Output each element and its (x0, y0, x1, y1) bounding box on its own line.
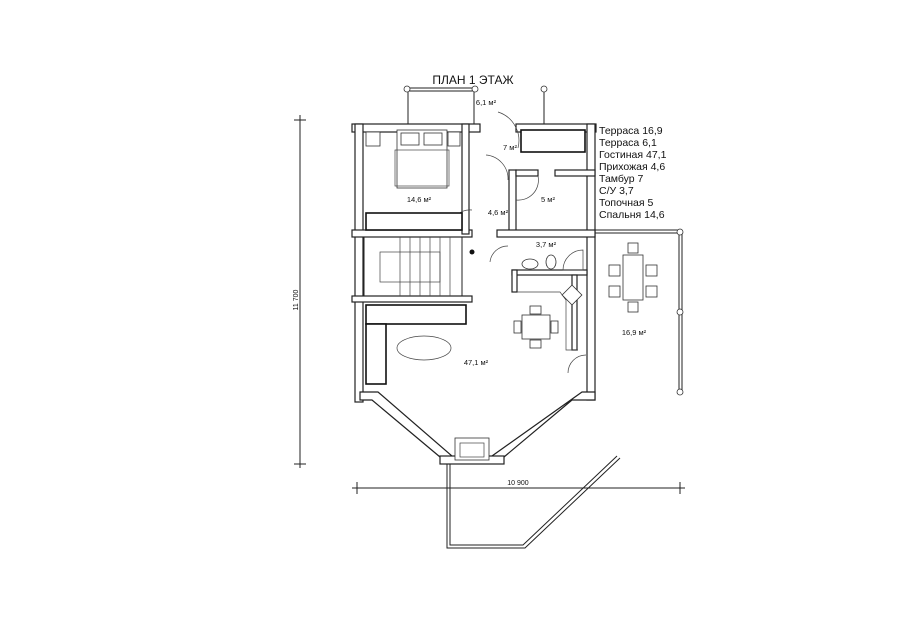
large-terrace (595, 228, 684, 396)
legend-item: Прихожая 4,6 (599, 161, 665, 173)
legend-item: Спальня 14,6 (599, 209, 665, 221)
area-living: 47,1 м² (464, 358, 489, 367)
area-hallway: 4,6 м² (488, 208, 509, 217)
walls (351, 123, 597, 465)
area-boiler: 5 м² (541, 195, 555, 204)
legend-item: Гостиная 47,1 (599, 149, 667, 161)
area-terrace-large: 16,9 м² (622, 328, 647, 337)
area-vestibule: 7 м² (503, 143, 517, 152)
legend-item: С/У 3,7 (599, 185, 634, 197)
legend-item: Терраса 16,9 (599, 125, 663, 137)
legend-item: Тамбур 7 (599, 173, 644, 185)
dimension-height: 11 700 (293, 115, 306, 468)
area-bedroom: 14,6 м² (407, 195, 432, 204)
lower-terrace (446, 455, 621, 549)
height-dimension-label: 11 700 (293, 289, 300, 310)
area-terrace-small: 6,1 м² (476, 98, 497, 107)
legend-item: Терраса 6,1 (599, 137, 657, 149)
area-bathroom: 3,7 м² (536, 240, 557, 249)
furniture (363, 129, 658, 385)
dimension-width: 10 900 (352, 480, 685, 494)
width-dimension-label: 10 900 (507, 480, 529, 487)
plan-title: ПЛАН 1 ЭТАЖ (432, 73, 513, 87)
legend-item: Топочная 5 (599, 197, 653, 209)
small-terrace (403, 85, 548, 128)
room-legend: Терраса 16,9 Терраса 6,1 Гостиная 47,1 П… (599, 125, 667, 221)
